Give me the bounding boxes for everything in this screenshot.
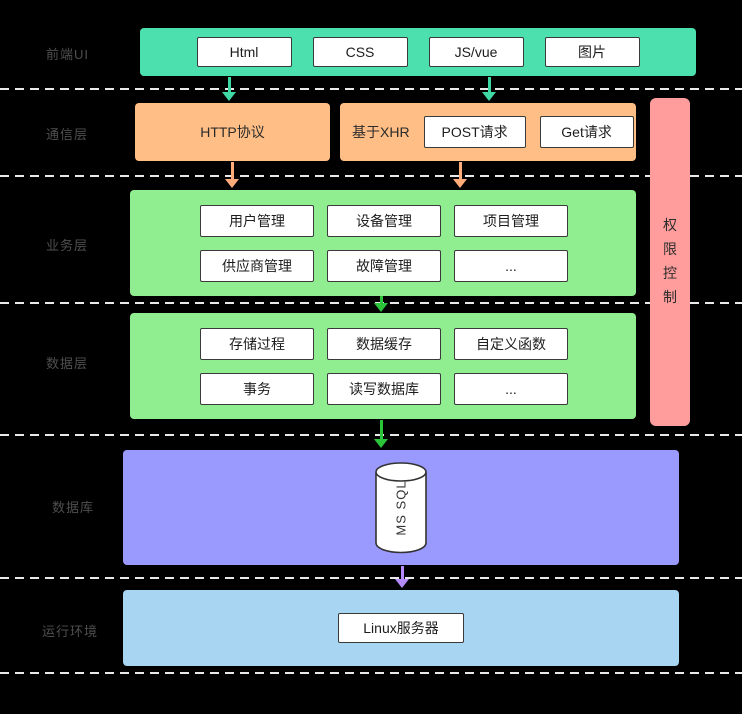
data-item: ...	[454, 372, 568, 405]
layer-label-runtime: 运行环境	[42, 624, 99, 639]
xhr-box: 基于XHR POST请求 Get请求	[340, 103, 636, 161]
permission-control-panel: 权限控制	[650, 98, 690, 426]
get-request-box: Get请求	[539, 116, 634, 148]
layer-label-communication: 通信层	[46, 127, 89, 142]
business-item: ...	[454, 249, 568, 282]
business-item: 故障管理	[327, 249, 441, 282]
data-item: 事务	[200, 372, 314, 405]
business-item: 供应商管理	[200, 249, 314, 282]
layer-divider	[0, 577, 742, 579]
permission-control-label: 权限控制	[663, 217, 677, 305]
runtime-panel: Linux服务器	[123, 590, 679, 666]
frontend-item: JS/vue	[428, 37, 524, 67]
post-request-box: POST请求	[423, 116, 526, 148]
layer-label-data: 数据层	[46, 356, 89, 371]
arrow-xhr-to-business	[452, 162, 468, 188]
frontend-ui-band: Html CSS JS/vue 图片	[140, 28, 696, 76]
data-item: 数据缓存	[327, 327, 441, 360]
arrow-html-to-http	[221, 77, 237, 101]
frontend-item: Html	[196, 37, 292, 67]
business-item: 项目管理	[454, 204, 568, 237]
layer-divider	[0, 434, 742, 436]
layer-label-frontend: 前端UI	[46, 47, 90, 62]
arrow-http-to-business	[224, 162, 240, 188]
data-item: 存储过程	[200, 327, 314, 360]
layer-divider	[0, 175, 742, 177]
xhr-box-label: 基于XHR	[352, 124, 410, 140]
mssql-label: MS SQL	[393, 479, 409, 536]
http-protocol-box: HTTP协议	[135, 103, 330, 161]
business-item: 用户管理	[200, 204, 314, 237]
layer-divider	[0, 672, 742, 674]
arrow-database-to-runtime	[394, 566, 410, 588]
layer-divider	[0, 302, 742, 304]
data-item: 读写数据库	[327, 372, 441, 405]
frontend-item: CSS	[312, 37, 408, 67]
layer-label-database: 数据库	[52, 500, 95, 515]
arrow-business-to-data	[373, 296, 389, 312]
linux-server-box: Linux服务器	[338, 613, 464, 643]
arrow-jsvue-to-xhr	[481, 77, 497, 101]
data-layer-panel: 存储过程 数据缓存 自定义函数 事务 读写数据库 ...	[130, 313, 636, 419]
mssql-cylinder-icon: MS SQL	[374, 461, 428, 555]
business-layer-panel: 用户管理 设备管理 项目管理 供应商管理 故障管理 ...	[130, 190, 636, 296]
database-panel: MS SQL	[123, 450, 679, 565]
layer-divider	[0, 88, 742, 90]
arrow-data-to-database	[373, 420, 389, 448]
data-item: 自定义函数	[454, 327, 568, 360]
frontend-item: 图片	[544, 37, 640, 67]
business-item: 设备管理	[327, 204, 441, 237]
layer-label-business: 业务层	[46, 238, 89, 253]
